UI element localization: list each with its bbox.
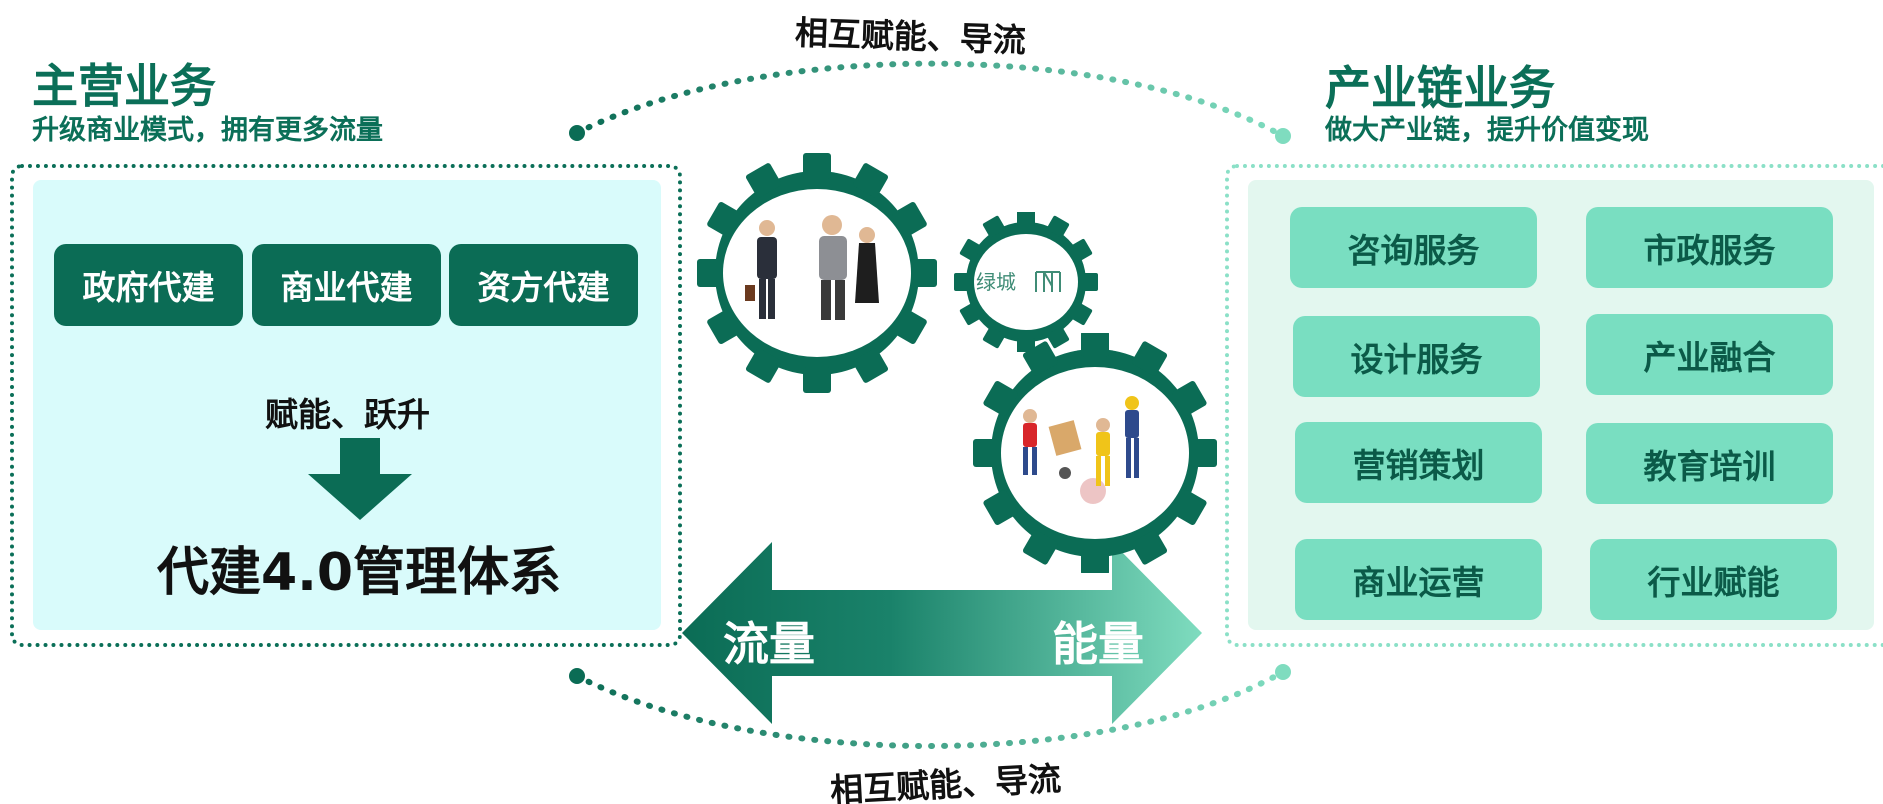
chain-business-frame [1225,164,1883,647]
commercial-build-button[interactable]: 商业代建 [252,244,441,326]
industry-integration-button[interactable]: 产业融合 [1586,314,1833,395]
management-system-label: 代建4.0管理体系 [157,543,562,603]
flow-label: 流量 [723,617,815,671]
chain-business-title: 产业链业务 [1325,61,1555,115]
chain-business-subtitle: 做大产业链，提升价值变现 [1325,115,1649,146]
bottom-arc-left-dot [569,668,585,684]
bottom-arc-right-dot [1275,664,1291,680]
logo-gear-icon [954,212,1098,352]
delivery-worker-figure [1023,409,1037,475]
design-service-button[interactable]: 设计服务 [1293,316,1540,397]
main-business-subtitle: 升级商业模式，拥有更多流量 [32,115,383,146]
main-business-frame [10,164,682,647]
senior-man-figure [819,215,847,320]
industry-empower-button[interactable]: 行业赋能 [1590,539,1837,620]
education-training-button[interactable]: 教育培训 [1586,423,1833,504]
people-gear-icon [697,153,937,393]
capital-build-button[interactable]: 资方代建 [449,244,638,326]
workers-gear-icon [973,333,1217,573]
municipal-service-button[interactable]: 市政服务 [1586,207,1833,288]
mover-figure [1096,418,1110,486]
construction-worker-figure [1125,396,1139,478]
bottom-arc [574,669,1286,749]
flow-energy-double-arrow [682,542,1202,724]
top-arc-label: 相互赋能、导流 [794,12,1027,61]
energy-label: 能量 [1052,617,1144,671]
top-arc [574,60,1286,139]
empower-label: 赋能、跃升 [265,395,430,434]
main-business-title: 主营业务 [32,59,216,113]
government-build-button[interactable]: 政府代建 [54,244,243,326]
commercial-operation-button[interactable]: 商业运营 [1295,539,1542,620]
businesswoman-figure [855,227,879,303]
marketing-planning-button[interactable]: 营销策划 [1295,422,1542,503]
businessman-figure [745,220,777,319]
logo-text: 绿城 [976,270,1016,294]
top-arc-left-dot [569,125,585,141]
top-arc-right-dot [1275,128,1291,144]
down-arrow-icon [308,438,412,520]
greentown-logo-mark [1035,271,1061,292]
consulting-service-button[interactable]: 咨询服务 [1290,207,1537,288]
